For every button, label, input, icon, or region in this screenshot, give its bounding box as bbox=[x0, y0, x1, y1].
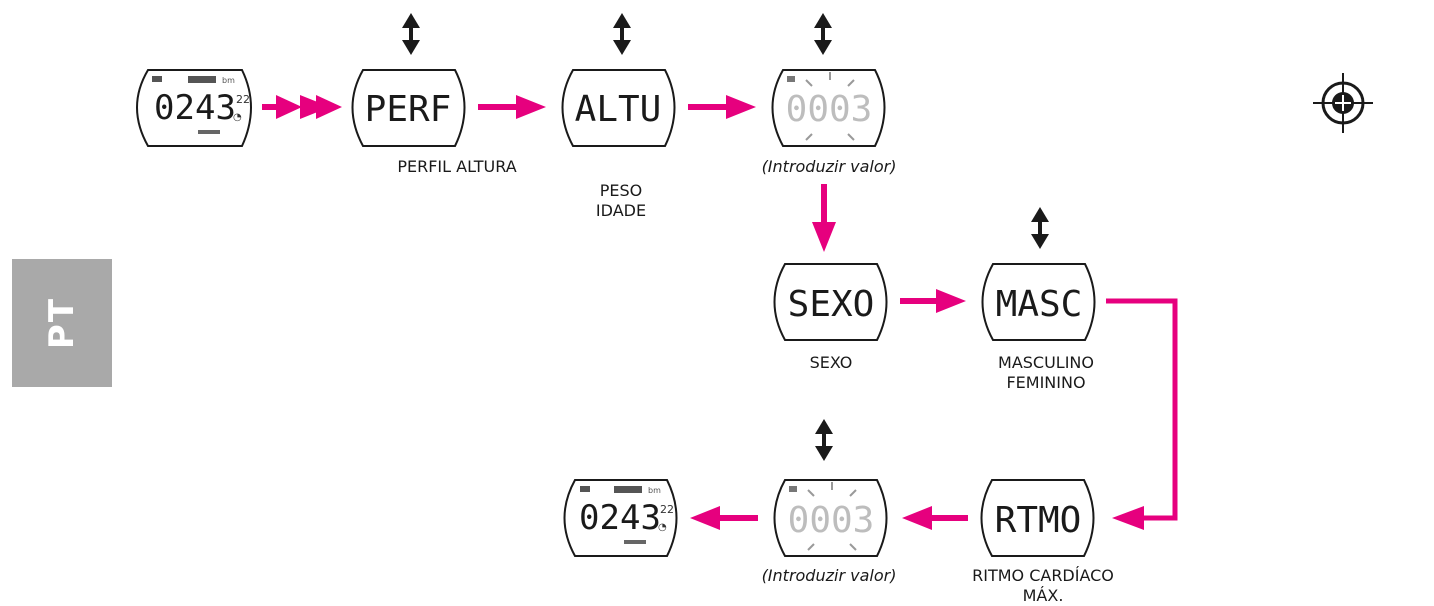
display-masc: MASC bbox=[981, 263, 1096, 341]
watch2-digits: 0243 bbox=[579, 498, 661, 538]
up-down-arrow-icon bbox=[1031, 207, 1049, 249]
svg-text:◔: ◔ bbox=[658, 522, 667, 533]
caption-perfil-altura: PERFIL ALTURA bbox=[397, 157, 517, 176]
display-sexo: SEXO bbox=[773, 263, 888, 341]
up-down-arrow-icon bbox=[402, 13, 420, 55]
watch-display-end: bm 0243 22 ◔ bbox=[563, 479, 678, 557]
language-tab-label: PT bbox=[42, 296, 82, 350]
display-value-2: 0003 bbox=[773, 479, 888, 557]
caption-ritmo-cardiaco: RITMO CARDÍACO MÁX. bbox=[972, 566, 1114, 605]
flow-arrows bbox=[262, 95, 1178, 530]
svg-text:bm: bm bbox=[222, 76, 235, 85]
caption-introduzir-2: (Introduzir valor) bbox=[761, 566, 897, 585]
display-perf: PERF bbox=[351, 69, 466, 147]
caption-masculino-feminino: MASCULINO FEMININO bbox=[998, 353, 1094, 392]
up-down-arrow-icon bbox=[613, 13, 631, 55]
up-down-arrow-icon bbox=[814, 13, 832, 55]
display-ritmo: RTMO bbox=[980, 479, 1095, 557]
svg-text:◔: ◔ bbox=[233, 112, 242, 123]
watch-display-start: bm 0243 22 ◔ bbox=[136, 69, 252, 147]
svg-text:bm: bm bbox=[648, 486, 661, 495]
sexo-text: SEXO bbox=[788, 284, 875, 325]
ritmo-text: RTMO bbox=[995, 500, 1082, 541]
caption-introduzir-1: (Introduzir valor) bbox=[761, 157, 897, 176]
display-value-1: 0003 bbox=[771, 69, 886, 147]
altu-text: ALTU bbox=[575, 89, 662, 130]
perf-text: PERF bbox=[365, 89, 452, 130]
caption-sexo: SEXO bbox=[809, 353, 853, 372]
display-altu: ALTU bbox=[561, 69, 676, 147]
value1-text: 0003 bbox=[786, 89, 873, 130]
crosshair-icon bbox=[1313, 73, 1373, 133]
watch1-digits: 0243 bbox=[154, 88, 236, 128]
svg-text:22: 22 bbox=[660, 503, 674, 516]
caption-peso-idade: PESO IDADE bbox=[595, 181, 647, 220]
language-tab: PT bbox=[12, 259, 112, 387]
masc-text: MASC bbox=[996, 284, 1083, 325]
value2-text: 0003 bbox=[788, 500, 875, 541]
up-down-arrow-icon bbox=[815, 419, 833, 461]
svg-text:22: 22 bbox=[236, 93, 250, 106]
